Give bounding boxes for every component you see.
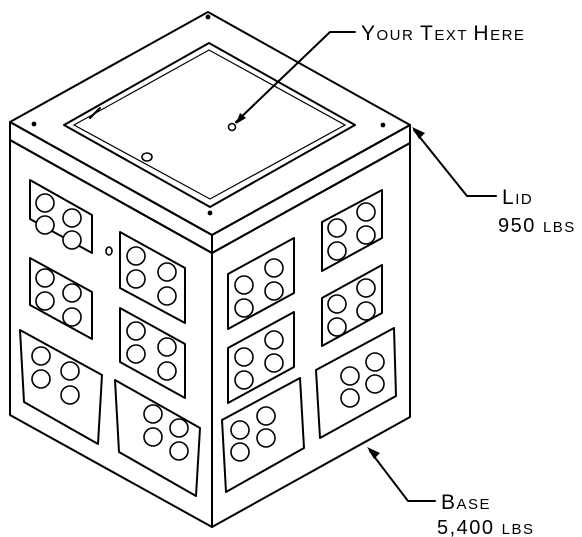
lid-bolt-left [31, 121, 37, 127]
right-panel-upper-right [321, 189, 383, 272]
lift-slot [89, 107, 101, 119]
base-leader-line [369, 450, 436, 502]
base-leader-arrow [367, 447, 380, 459]
right-panel-middle-left [227, 311, 295, 404]
text-leader-arrow [236, 113, 246, 124]
lid-bolt-top [205, 14, 211, 20]
left-panel-middle-left [29, 257, 93, 340]
left-panel-middle-right [119, 307, 186, 399]
lid-bolt-right [380, 122, 386, 128]
right-panel-middle-right [321, 264, 383, 347]
lid-leader-arrow [412, 127, 425, 139]
lid-leader-line [413, 129, 497, 197]
base-weight: 5,400 LBS [437, 517, 534, 537]
lid-weight: 950 LBS [498, 215, 576, 237]
pick-hole [141, 152, 153, 162]
text-leader-line [235, 31, 356, 123]
base-callout: BASE [441, 491, 491, 514]
lid-center-bolt [227, 122, 237, 132]
left-panel-upper-right [119, 231, 186, 324]
left-panel-upper-left [29, 179, 93, 254]
right-panel-upper-left [227, 237, 295, 330]
left-panel-lower-right [114, 379, 201, 497]
right-panel-lower-left [221, 377, 305, 493]
lid-callout: LID [502, 186, 533, 209]
right-panel-lower-right [315, 327, 397, 439]
lid-bolt-front [207, 210, 213, 216]
diamond-plate [72, 49, 347, 200]
base-right-face [211, 142, 411, 528]
left-panel-lower-left [19, 329, 103, 445]
text-callout: YOUR TEXT HERE [361, 22, 525, 45]
left-face-hole [105, 246, 113, 256]
cover-frame [63, 42, 356, 208]
